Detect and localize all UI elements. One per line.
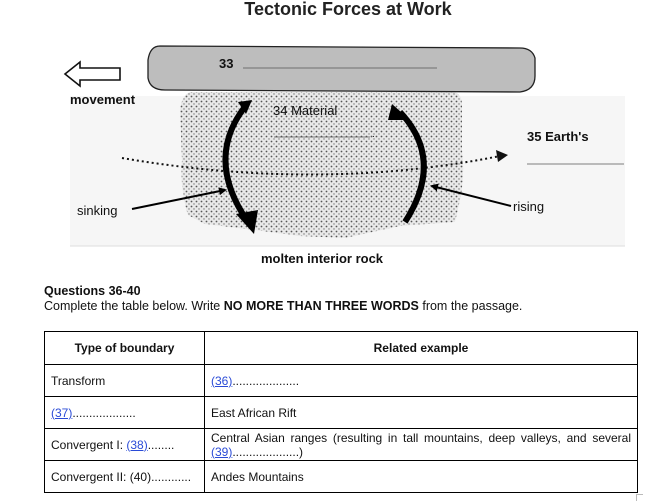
header-example: Related example: [204, 331, 638, 365]
table-row: Convergent II: (40)............ Andes Mo…: [44, 460, 638, 493]
cell-boundary: Convergent I: (38)........: [44, 428, 205, 461]
cell-boundary: Transform: [44, 364, 205, 397]
boundary-text: Convergent II:: [51, 469, 130, 484]
cell-example: Andes Mountains: [204, 460, 638, 493]
convection-arrow-left-icon: [222, 106, 251, 224]
questions-instruction: Complete the table below. Write NO MORE …: [44, 299, 522, 313]
crust-plate: [147, 45, 536, 93]
dotted-line-arrowhead-icon: [496, 150, 508, 162]
boundary-text: Transform: [51, 373, 106, 388]
table-row: Transform (36)....................: [44, 364, 638, 397]
label-molten: molten interior rock: [261, 251, 384, 266]
table-header-row: Type of boundary Related example: [44, 331, 638, 365]
instruction-bold: NO MORE THAN THREE WORDS: [223, 299, 419, 313]
table-row: (37)................... East African Rif…: [44, 396, 638, 429]
instruction-pre: Complete the table below. Write: [44, 299, 224, 313]
header-boundary: Type of boundary: [44, 331, 205, 365]
dotted-boundary-line: [121, 155, 501, 176]
instruction-post: from the passage.: [418, 299, 523, 313]
sinking-arrow-icon: [131, 187, 227, 210]
rising-arrow-icon: [430, 183, 512, 207]
convection-region: [180, 92, 464, 238]
example-text: Andes Mountains: [211, 469, 304, 484]
cell-boundary: Convergent II: (40)............: [44, 460, 205, 493]
answer-dots: ...................: [72, 405, 136, 420]
answer-blank-37[interactable]: (37): [51, 405, 73, 420]
tectonic-diagram: Tectonic Forces at Work 33 movement 34 M…: [63, 0, 625, 266]
example-close: ): [299, 444, 304, 459]
answer-blank-40[interactable]: (40): [129, 469, 152, 484]
questions-heading: Questions 36-40: [44, 284, 141, 298]
answer-dots: ....................: [232, 444, 300, 459]
cell-example: East African Rift: [204, 396, 638, 429]
movement-arrow-icon: [63, 60, 121, 88]
boundary-text: Convergent I:: [51, 437, 127, 452]
label-35: 35 Earth's: [527, 129, 589, 144]
answer-blank-36[interactable]: (36): [211, 373, 233, 388]
convection-arrow-right-icon: [397, 109, 427, 224]
answer-blank-39[interactable]: (39): [211, 444, 233, 459]
label-rising: rising: [513, 199, 544, 214]
example-text: East African Rift: [211, 405, 297, 420]
page-corner-mark: [636, 494, 643, 501]
label-movement: movement: [70, 92, 136, 107]
answer-table: Type of boundary Related example Transfo…: [44, 331, 638, 493]
table-row: Convergent I: (38)........ Central Asian…: [44, 428, 638, 461]
diagram-title: Tectonic Forces at Work: [244, 0, 452, 19]
label-33: 33: [219, 56, 233, 71]
cell-example: (36)....................: [204, 364, 638, 397]
label-sinking: sinking: [77, 203, 117, 218]
cell-boundary: (37)...................: [44, 396, 205, 429]
label-34: 34 Material: [273, 103, 337, 118]
answer-blank-38[interactable]: (38): [126, 437, 148, 452]
answer-dots: ............: [151, 469, 192, 484]
example-text: Central Asian ranges (resulting in tall …: [211, 430, 631, 445]
answer-dots: ....................: [232, 373, 300, 388]
cell-example: Central Asian ranges (resulting in tall …: [204, 428, 638, 461]
svg-text:.: .: [372, 129, 375, 140]
answer-dots: ........: [147, 437, 175, 452]
